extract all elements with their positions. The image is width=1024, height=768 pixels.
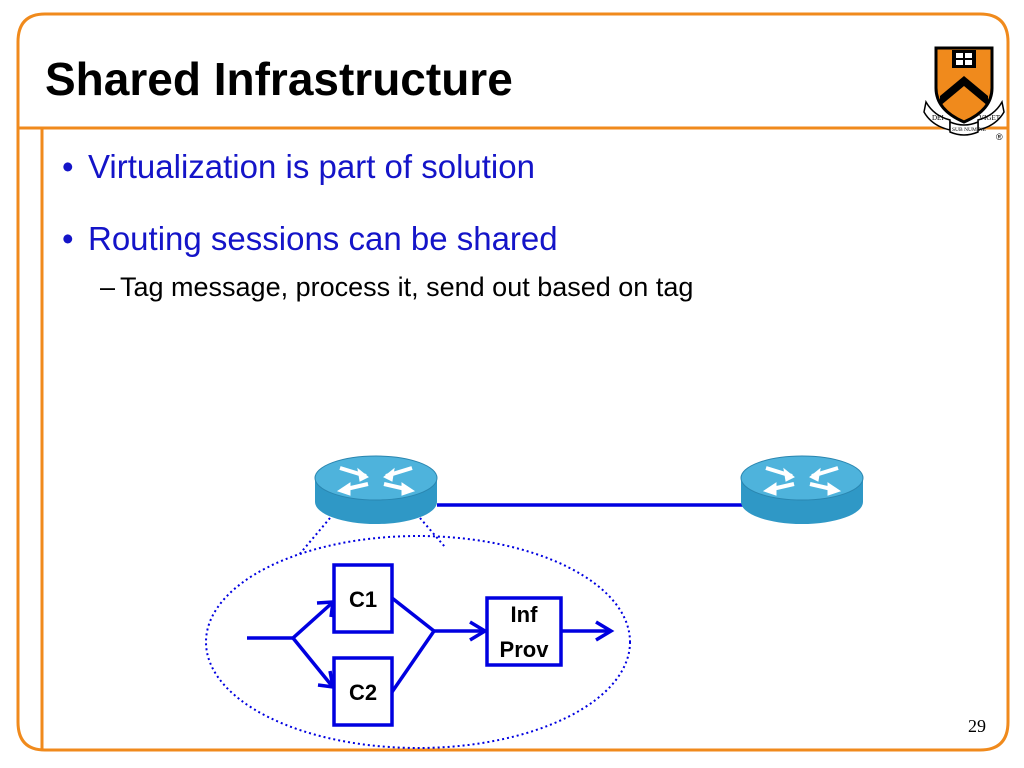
- split-line-c1: [291, 601, 334, 640]
- bullet-text: Routing sessions can be shared: [88, 220, 558, 257]
- sub-bullet-marker: –: [100, 272, 116, 302]
- logo-motto-right: VIGET: [979, 114, 1001, 122]
- c1-label: C1: [349, 587, 377, 612]
- router-internals-boundary: [205, 535, 631, 749]
- infprov-box: [485, 596, 563, 667]
- zoom-line-right: [419, 517, 446, 548]
- sub-bullet-text: Tag message, process it, send out based …: [120, 272, 694, 302]
- merge-line-c1: [390, 596, 436, 633]
- arrowhead-output: [595, 620, 615, 642]
- logo-motto-left: DEI: [932, 114, 944, 122]
- zoom-line-left: [297, 517, 331, 557]
- sub-bullet-item: –Tag message, process it, send out based…: [100, 272, 693, 303]
- router-icon: [740, 455, 864, 524]
- infprov-label-line2: Prov: [500, 637, 550, 662]
- bullet-item: • Virtualization is part of solution: [62, 148, 535, 186]
- bullet-marker: •: [62, 220, 74, 257]
- infprov-label-line1: Inf: [511, 602, 539, 627]
- network-diagram: C1 C2 Inf Prov: [205, 455, 864, 749]
- logo-motto-center: SUB NUMINE: [952, 127, 987, 133]
- bullet-marker: •: [62, 148, 74, 185]
- c2-label: C2: [349, 680, 377, 705]
- router-icon: [314, 455, 438, 524]
- logo-registered-mark: ®: [996, 132, 1003, 142]
- princeton-shield-icon: DEI SUB NUMINE VIGET ®: [923, 46, 1005, 142]
- page-number: 29: [968, 716, 986, 736]
- bullet-text: Virtualization is part of solution: [88, 148, 535, 185]
- split-line-c2: [291, 636, 334, 688]
- merge-line-c2: [390, 630, 436, 693]
- frame-border: [16, 12, 1010, 752]
- bullet-item: • Routing sessions can be shared: [62, 220, 558, 258]
- arrowhead-infprov: [469, 620, 489, 642]
- slide-title: Shared Infrastructure: [45, 53, 513, 105]
